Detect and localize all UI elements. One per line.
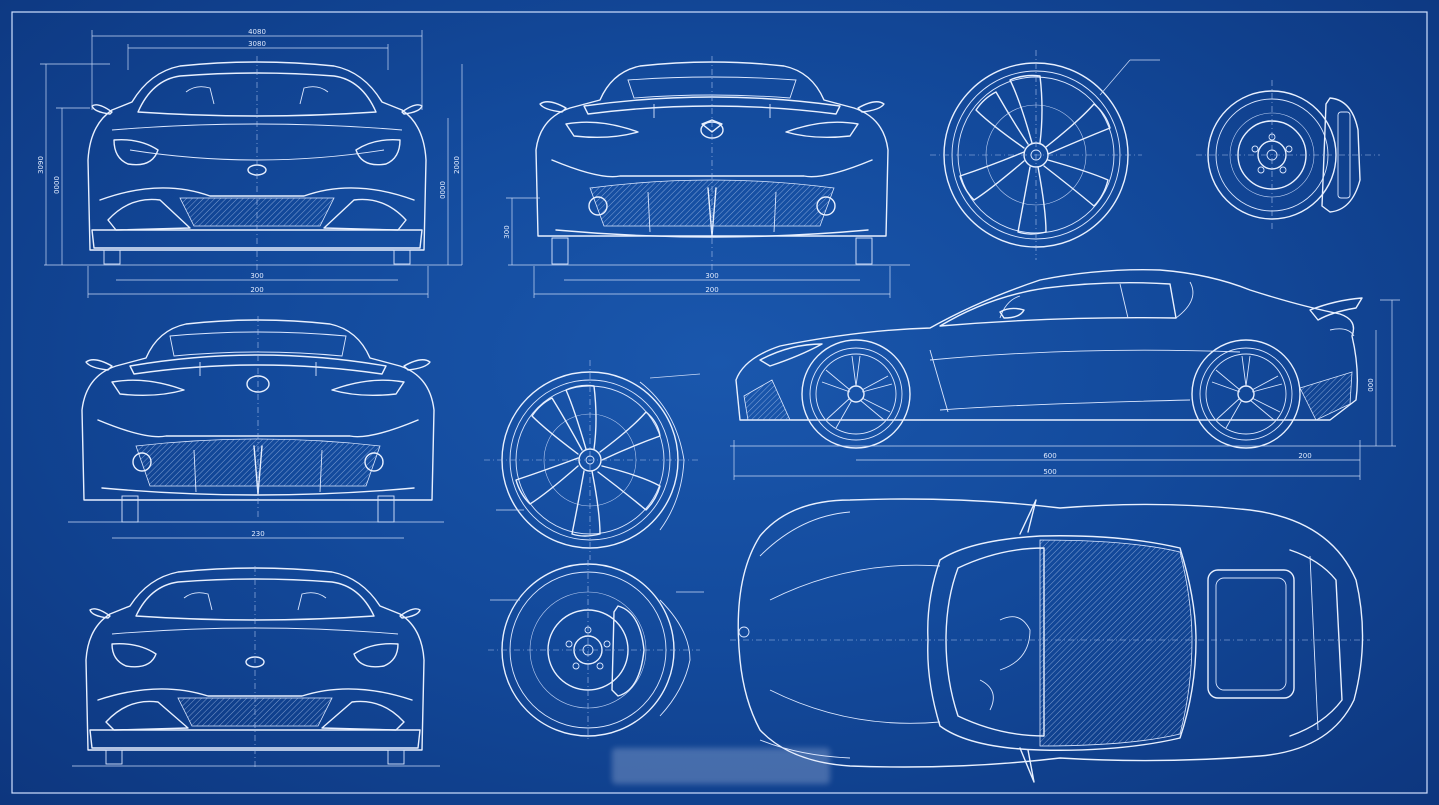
dim-side-rear-overhang: 200 <box>1298 452 1311 460</box>
front-view-bottom <box>72 566 440 770</box>
dim-rear-lower-width: 230 <box>251 530 264 538</box>
wheel-detail-middle <box>484 360 701 560</box>
rear-view-top: 300 300 200 <box>503 56 910 298</box>
side-view: 600 200 500 000 <box>730 269 1400 480</box>
watermark <box>612 748 830 784</box>
dim-side-wheelbase: 600 <box>1043 452 1056 460</box>
dim-front-left-inner: 0000 <box>53 176 61 194</box>
dim-front-right-inner: 0000 <box>439 181 447 199</box>
dim-front-bottom-inner: 300 <box>250 272 263 280</box>
brake-disc-top <box>1196 80 1380 232</box>
dim-front-bottom-outer: 200 <box>250 286 263 294</box>
wheel-detail-top <box>930 50 1160 260</box>
dim-rear-bottom-outer: 200 <box>705 286 718 294</box>
brake-disc-bottom <box>488 560 704 742</box>
dim-front-left-outer: 3090 <box>37 156 45 174</box>
top-view <box>730 498 1370 783</box>
sheet-border <box>11 11 1428 794</box>
dim-rear-bottom-inner: 300 <box>705 272 718 280</box>
dim-front-top-outer: 4080 <box>248 28 266 36</box>
dim-side-overall-length: 500 <box>1043 468 1056 476</box>
dim-front-top-inner: 3080 <box>248 40 266 48</box>
dim-side-height: 000 <box>1367 378 1375 391</box>
front-view: 4080 3080 3090 0000 0000 2000 300 200 <box>37 28 463 298</box>
rear-view-middle: 230 <box>68 316 444 539</box>
dim-front-right-outer: 2000 <box>453 156 461 174</box>
dim-rear-left-height: 300 <box>503 225 511 238</box>
